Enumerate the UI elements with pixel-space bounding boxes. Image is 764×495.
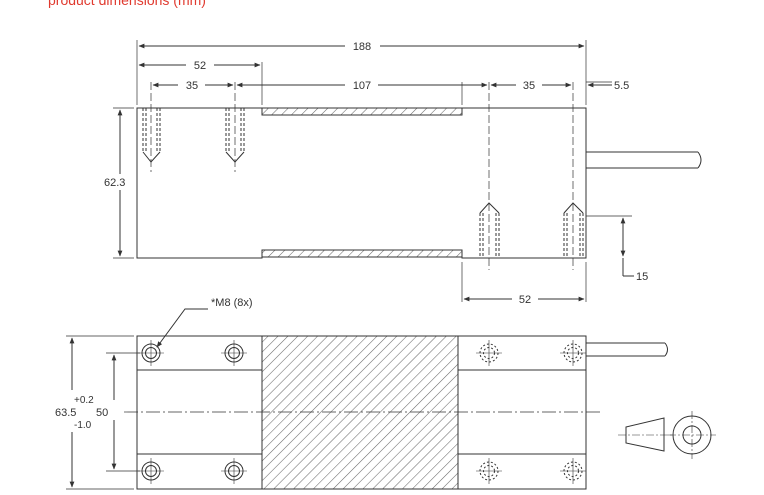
threaded-hole-bottom-1 xyxy=(479,202,500,258)
third-angle-projection-icon xyxy=(618,411,716,459)
threaded-hole-top-2 xyxy=(225,108,245,163)
dim-label-top-height: 63.5 xyxy=(55,407,76,419)
mounting-hole-bottom-left-1 xyxy=(138,458,164,484)
dim-label-tolerance-plus: +0.2 xyxy=(74,395,94,406)
dim-label-step-height: 15 xyxy=(636,271,648,283)
bottom-recess-hatch xyxy=(261,249,463,258)
cable-top-view xyxy=(586,342,668,357)
thread-callout-leader xyxy=(156,308,208,348)
mounting-hole-top-left-1 xyxy=(138,340,164,366)
dim-label-hole-pitch-left: 35 xyxy=(186,80,198,92)
dim-label-right-offset: 5.5 xyxy=(614,80,629,92)
side-view-body xyxy=(136,107,587,259)
dim-label-middle-span: 107 xyxy=(353,80,371,92)
mounting-hole-top-right-1 xyxy=(476,340,502,366)
dim-label-hole-pitch-right: 35 xyxy=(523,80,535,92)
cable xyxy=(586,151,702,169)
side-view xyxy=(113,40,702,302)
mounting-hole-bottom-right-1 xyxy=(476,458,502,484)
mounting-hole-top-right-2 xyxy=(560,340,586,366)
thread-callout-label: *M8 (8x) xyxy=(211,297,253,309)
top-view-hatched-center xyxy=(261,335,459,490)
threaded-hole-top-1 xyxy=(142,108,161,163)
dim-label-bottom-span: 52 xyxy=(519,294,531,306)
dim-label-first-step: 52 xyxy=(194,60,206,72)
mounting-hole-bottom-left-2 xyxy=(221,458,247,484)
dim-label-height: 62.3 xyxy=(104,177,125,189)
dim-label-overall-length: 188 xyxy=(353,41,371,53)
top-recess-hatch xyxy=(261,107,463,116)
mounting-hole-top-left-2 xyxy=(221,340,247,366)
top-view xyxy=(66,308,668,490)
dim-label-hole-spacing: 50 xyxy=(96,407,108,419)
mounting-hole-bottom-right-2 xyxy=(560,458,586,484)
dim-label-tolerance-minus: -1.0 xyxy=(74,420,92,431)
page-title: product dimensions (mm) xyxy=(48,0,206,8)
threaded-hole-bottom-2 xyxy=(563,202,584,258)
